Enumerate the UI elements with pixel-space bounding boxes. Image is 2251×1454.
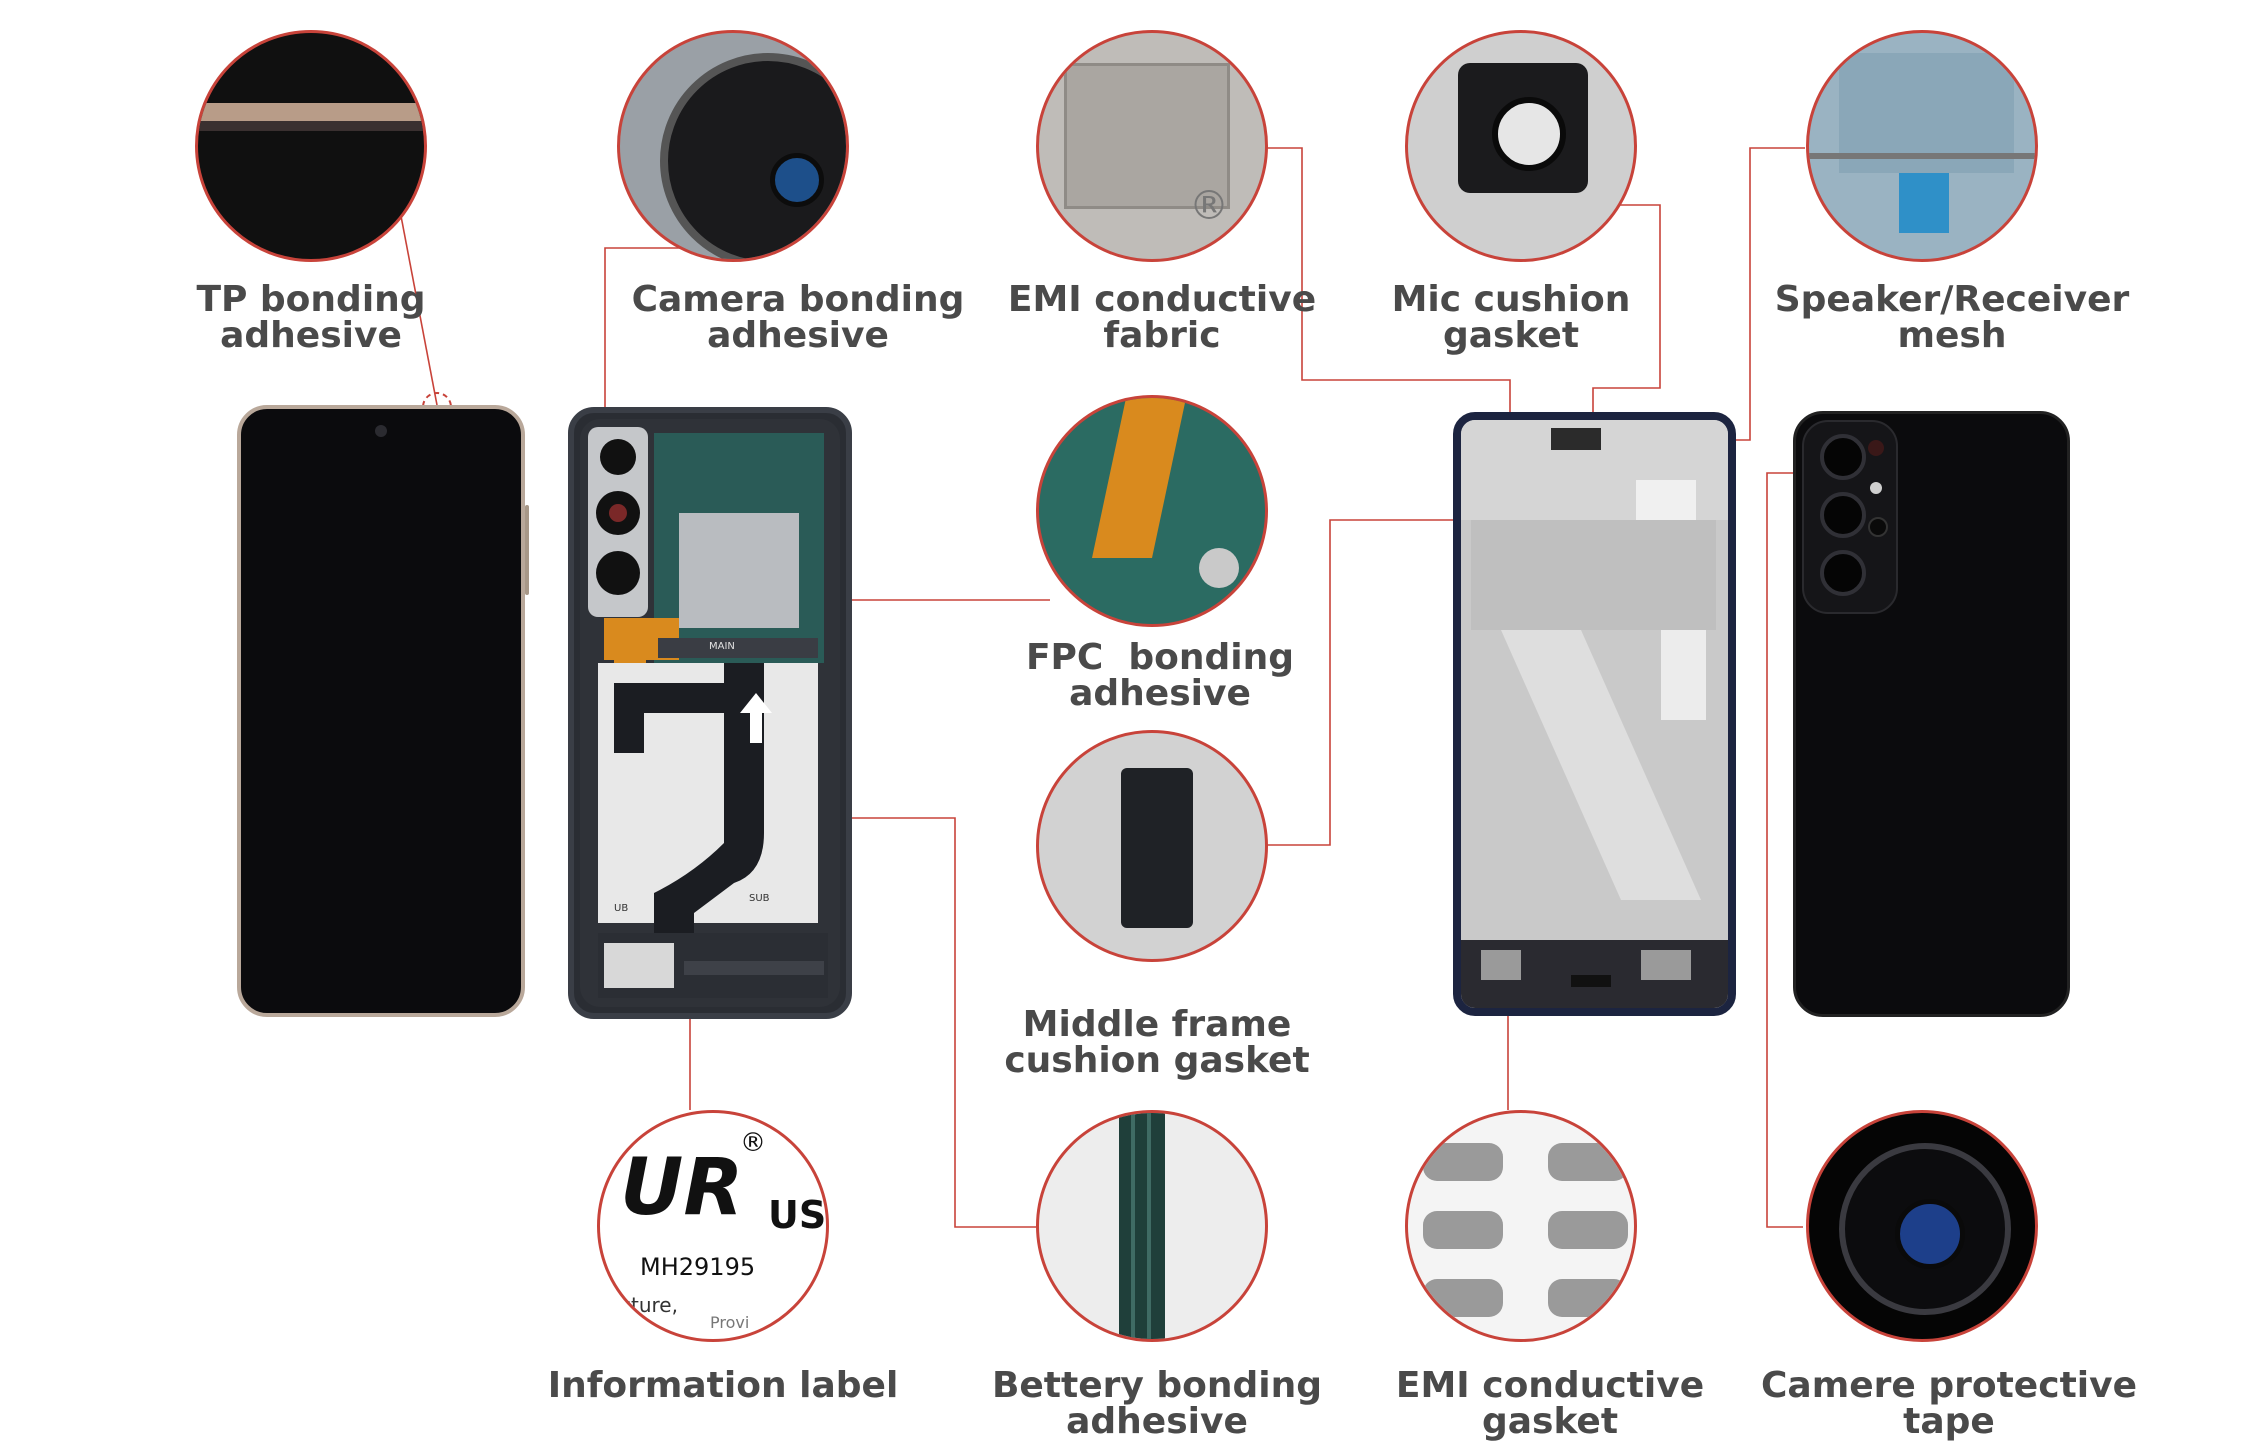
pcb-main-text: MAIN (709, 641, 735, 652)
detail-middle-frame-gasket (1036, 730, 1268, 962)
ul-us-text: US (768, 1193, 827, 1237)
detail-tp-bonding (195, 30, 427, 262)
line-emi-fabric (1260, 147, 1511, 445)
front-camera-icon (375, 425, 387, 437)
pcb-sub-text: SUB (749, 893, 770, 904)
lens-3-icon (1820, 550, 1866, 596)
lens-detail-icon (1895, 1199, 1965, 1269)
interior-illustration (580, 419, 840, 1007)
phone-middle-frame (1453, 412, 1736, 1016)
line-mic (1580, 204, 1661, 425)
mic-hole-detail-icon (1492, 97, 1566, 171)
detail-camera-tape (1806, 1110, 2038, 1342)
lens-2-icon (1820, 492, 1866, 538)
camera-module (1802, 420, 1898, 614)
label-tp-bonding: TP bonding adhesive (196, 279, 426, 356)
ul-fragment-2: Provi (710, 1313, 750, 1332)
label-camera-bonding: Camera bonding adhesive (631, 279, 965, 356)
label-fpc-bonding: FPC bonding adhesive (1025, 637, 1295, 714)
registered-mark-icon: ® (1189, 183, 1229, 229)
phone-back (1793, 411, 2070, 1017)
detail-emi-fabric: ® (1036, 30, 1268, 262)
detail-camera-bonding (617, 30, 849, 262)
ul-certification-icon: UR (620, 1143, 744, 1233)
line-battery (845, 817, 1036, 1228)
flash-icon (1868, 440, 1884, 456)
label-information: Information label (547, 1365, 899, 1406)
pcb-ub-text: UB (614, 903, 629, 914)
sensor-icon (1870, 482, 1882, 494)
camera-lens-icon (770, 153, 824, 207)
label-emi-gasket: EMI conductive gasket (1395, 1365, 1705, 1442)
detail-fpc-bonding (1036, 395, 1268, 627)
ul-fragment-1: cture, (620, 1293, 678, 1317)
mic-hole-icon (1868, 517, 1888, 537)
label-speaker-mesh: Speaker/Receiver mesh (1774, 279, 2130, 356)
middle-frame-illustration (1461, 420, 1728, 1008)
ul-registered-icon: ® (740, 1128, 766, 1158)
detail-emi-gasket (1405, 1110, 1637, 1342)
label-middle-frame-gasket: Middle frame cushion gasket (1004, 1004, 1310, 1081)
label-camera-tape: Camere protective tape (1761, 1365, 2137, 1442)
detail-battery-bonding (1036, 1110, 1268, 1342)
phone-interior: MAIN SUB UB (568, 407, 852, 1019)
phone-side-button (525, 505, 529, 595)
rear-camera-1-icon (600, 439, 636, 475)
ul-code-text: MH29195 (640, 1253, 756, 1281)
lens-1-icon (1820, 434, 1866, 480)
label-emi-fabric: EMI conductive fabric (1007, 279, 1317, 356)
phone-front-screen (237, 405, 525, 1017)
line-middle (1267, 519, 1555, 846)
detail-mic-gasket (1405, 30, 1637, 262)
detail-speaker-mesh (1806, 30, 2038, 262)
detail-information-label: UR US ® MH29195 cture, Provi (597, 1110, 829, 1342)
rear-camera-3-icon (596, 551, 640, 595)
label-mic-gasket: Mic cushion gasket (1391, 279, 1631, 356)
label-battery-bonding: Bettery bonding adhesive (991, 1365, 1323, 1442)
